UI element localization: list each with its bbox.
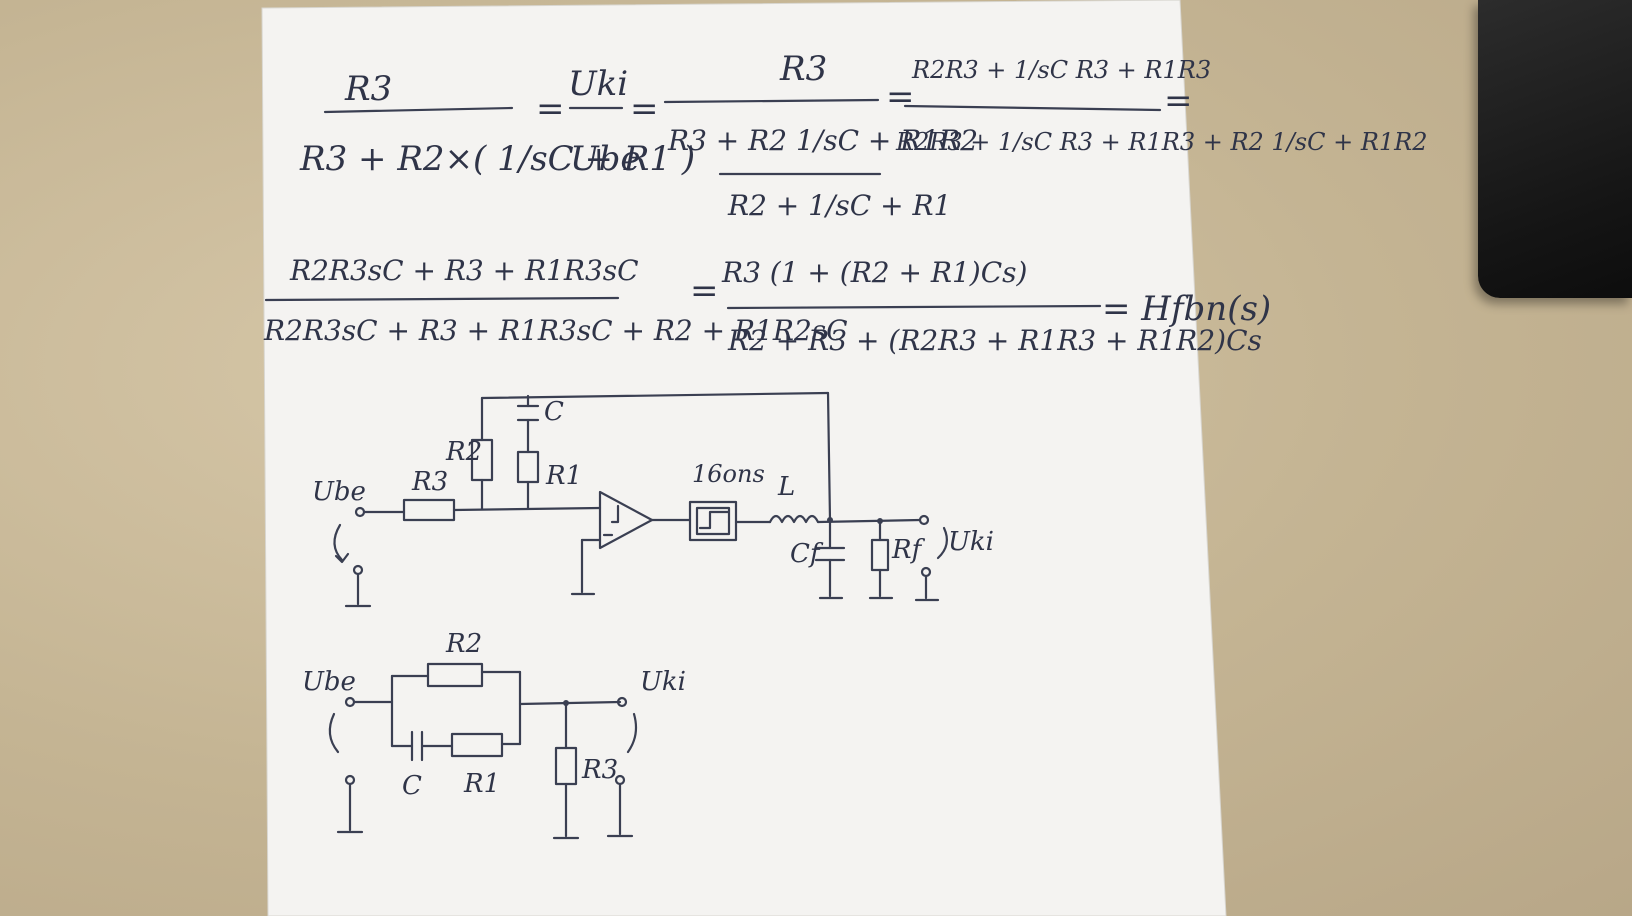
c2-output-label: Uki [640,667,686,697]
eq1-lhs-num: R3 [344,69,392,109]
eq2-result: = Hfbn(s) [1102,289,1271,329]
eq1-rhs-den-top: R3 + R2 1/sC + R1R2 [667,124,978,157]
equation-line-1: R3 R3 + R2×( 1/sC + R1 ) = Uki Ube = R3 … [299,49,1428,222]
c1-r1-label: R1 [545,461,582,491]
eq2-lhs-num: R2R3sC + R3 + R1R3sC [289,254,639,287]
eq2-rhs-num: R3 (1 + (R2 + R1)Cs) [721,256,1027,289]
eq1-eq3: = [886,77,915,117]
eq1-eq4: = [1164,81,1193,121]
eq1-mid-den: Ube [570,139,641,179]
c1-r3-label: R3 [411,467,448,497]
eq1-mid-num: Uki [568,64,628,104]
c1-c-label: C [544,397,564,427]
eq1-rhs-num: R3 [779,49,827,89]
eq2-rhs-den: R2 + R3 + (R2R3 + R1R3 + R1R2)Cs [727,324,1262,357]
c1-inductor [768,514,820,524]
eq2-eq: = [690,271,719,311]
eq1-lhs-den: R3 + R2×( 1/sC + R1 ) [299,139,695,179]
eq1-eq: = [536,89,565,129]
eq1-far-num: R2R3 + 1/sC R3 + R1R3 [911,56,1211,84]
circuit-2: Ube R2 C R1 R3 [302,629,686,840]
c1-opamp-triangle [598,490,654,550]
eq2-lhs-den: R2R3sC + R3 + R1R3sC + R2 + R1R2sC [263,314,848,347]
c1-rf-label: Rf [891,535,926,565]
c1-l-label: L [777,472,795,502]
paper-sheet [261,0,1227,916]
c2-input-label: Ube [302,667,356,697]
c1-r2-label: R2 [445,437,482,467]
c1-delay-label: 16ons [692,460,765,488]
equation-line-2: R2R3sC + R3 + R1R3sC R2R3sC + R3 + R1R3s… [263,254,1271,357]
circuit-1: Ube R3 R2 R1 C 16ons [312,391,994,608]
eq1-eq2: = [630,89,659,129]
c2-r3-label: R3 [581,755,618,785]
eq1-rhs-den-bot: R2 + 1/sC + R1 [727,189,951,222]
c2-r1-label: R1 [463,769,500,799]
c1-input-label: Ube [312,477,366,507]
c2-c-label: C [402,771,422,801]
eq1-far-den: R2R3 + 1/sC R3 + R1R3 + R2 1/sC + R1R2 [895,128,1428,156]
c1-output-label: Uki [948,527,994,557]
c2-r2-resistor [426,662,484,688]
dark-device-corner [1478,0,1632,298]
c2-r2-label: R2 [445,629,482,659]
c1-cf-label: Cf [790,539,824,569]
